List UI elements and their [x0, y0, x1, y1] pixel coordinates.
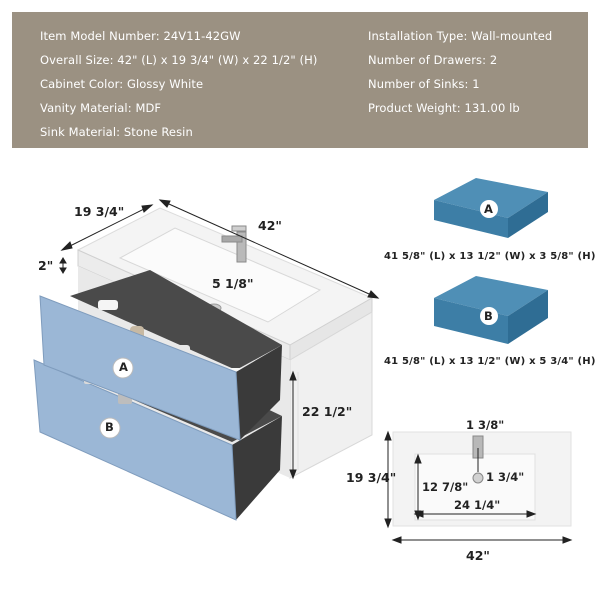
depth-dimension: 19 3/4"	[74, 204, 125, 219]
height-dimension: 22 1/2"	[302, 404, 353, 419]
drawer-box-b	[434, 276, 548, 344]
width-dimension: 42"	[258, 218, 282, 233]
overall-width-topview-dimension: 42"	[466, 548, 490, 563]
drawer-a-front	[39, 295, 241, 441]
overall-depth-topview-dimension: 19 3/4"	[346, 470, 397, 485]
drawer-box-a-caption: 41 5/8" (L) x 13 1/2" (W) x 3 5/8" (H)	[384, 251, 596, 262]
basin-depth-dimension: 5 1/8"	[212, 276, 254, 291]
drawer-a-marker	[112, 357, 134, 379]
drawer-b-label: B	[105, 420, 114, 434]
basin-width-dimension: 24 1/4"	[454, 498, 501, 512]
dimension-lines	[59, 199, 380, 480]
drawer-b-front	[33, 359, 237, 521]
spec-model: Item Model Number: 24V11-42GW	[40, 29, 241, 43]
drain-offset-dimension: 1 3/4"	[486, 470, 525, 484]
drawer-box-b-caption: 41 5/8" (L) x 13 1/2" (W) x 5 3/4" (H)	[384, 356, 596, 367]
spec-column-right: Installation Type: Wall-mounted Number o…	[368, 24, 552, 120]
faucet-offset-dimension: 1 3/8"	[466, 418, 505, 432]
basin-depth-topview-dimension: 12 7/8"	[422, 480, 469, 494]
top-thickness-dimension: 2"	[38, 258, 54, 273]
faucet-icon	[221, 225, 247, 263]
spec-overall-size: Overall Size: 42" (L) x 19 3/4" (W) x 22…	[40, 53, 318, 67]
spec-column-left: Item Model Number: 24V11-42GW Overall Si…	[40, 24, 317, 144]
spec-sink-material: Sink Material: Stone Resin	[40, 125, 193, 139]
spec-sinks: Number of Sinks: 1	[368, 77, 480, 91]
drawer-box-b-label: B	[484, 309, 493, 323]
sink-basin	[118, 227, 322, 323]
drawer-b-marker	[99, 417, 121, 439]
drawer-a-interior	[70, 270, 282, 370]
spec-drawers: Number of Drawers: 2	[368, 53, 498, 67]
drawer-a-label: A	[119, 360, 128, 374]
drawer-box-a-label: A	[484, 202, 493, 216]
top-view-sink	[392, 431, 572, 527]
spec-cabinet-color: Cabinet Color: Glossy White	[40, 77, 204, 91]
spec-installation-type: Installation Type: Wall-mounted	[368, 29, 553, 43]
spec-vanity-material: Vanity Material: MDF	[40, 101, 162, 115]
top-view-dimension-lines	[384, 430, 573, 544]
spec-panel: Item Model Number: 24V11-42GW Overall Si…	[12, 12, 588, 148]
spec-weight: Product Weight: 131.00 lb	[368, 101, 520, 115]
drawer-box-a	[434, 178, 548, 238]
drawer-b-side	[232, 416, 282, 520]
drawer-a-side	[236, 345, 282, 440]
